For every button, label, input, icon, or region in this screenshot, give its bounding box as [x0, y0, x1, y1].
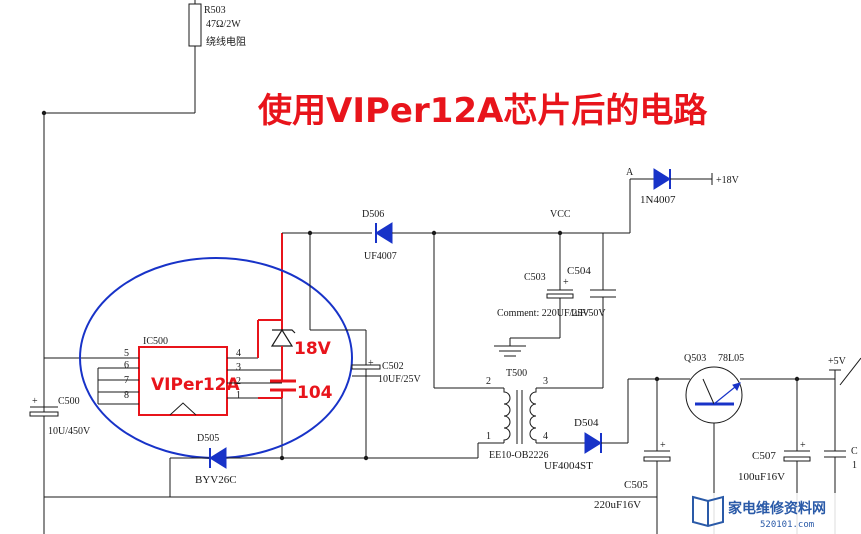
resistor-r503: R503 47Ω/2W 绕线电阻	[188, 0, 246, 113]
c500-value: 10U/450V	[48, 426, 91, 437]
c502-value: 10UF/25V	[378, 374, 422, 385]
ic-pin-7: 7	[124, 375, 129, 386]
book-icon	[692, 495, 724, 528]
t500-pin-3: 3	[543, 376, 548, 387]
ic-ref: IC500	[143, 336, 168, 347]
t500-part: EE10-OB2226	[489, 450, 548, 461]
diode-d506: D506 UF4007	[362, 209, 397, 262]
capacitor-c500: + C500 10U/450V	[29, 396, 91, 437]
ic-part: VIPer12A	[151, 375, 241, 395]
capacitor-c503: + C503	[524, 272, 574, 299]
watermark-text: 家电维修资料网	[728, 500, 826, 517]
rail-5v: +5V	[828, 356, 847, 367]
watermark-url: 520101.com	[760, 520, 814, 530]
c507-value: 100uF16V	[738, 471, 785, 483]
edge-label-c: C	[851, 446, 858, 457]
node-a-label: A	[626, 167, 634, 178]
ic-pin-1: 1	[236, 390, 241, 401]
svg-text:+: +	[800, 440, 806, 451]
diode-d505: D505 BYV26C	[195, 433, 237, 486]
c507-ref: C507	[752, 450, 776, 462]
t500-pin-1: 1	[486, 431, 491, 442]
zener-label: 18V	[294, 339, 332, 359]
c505-value: 220uF16V	[594, 499, 641, 511]
capacitor-c502: + C502 10UF/25V	[351, 358, 422, 385]
regulator-q503: Q503 78L05	[684, 353, 744, 424]
q503-part: 78L05	[718, 353, 744, 364]
r503-value: 47Ω/2W	[206, 19, 241, 30]
watermark: 家电维修资料网 520101.com	[688, 493, 861, 534]
r503-ref: R503	[204, 5, 226, 16]
comment-text: Comment: 220UF/25V	[497, 308, 590, 319]
capacitor-c505: + C505 220uF16V	[594, 440, 671, 511]
ic-pin-5: 5	[124, 348, 129, 359]
added-parts-red: 18V 104	[257, 233, 333, 403]
capacitor-c507: + C507 100uF16V	[738, 440, 811, 483]
d506-part: UF4007	[364, 251, 397, 262]
r503-desc: 绕线电阻	[206, 35, 246, 48]
q503-ref: Q503	[684, 353, 706, 364]
c504-value: 1uF/50V	[570, 308, 606, 319]
diode-d504: D504 UF4004ST	[544, 417, 602, 472]
t500-pin-2: 2	[486, 376, 491, 387]
svg-text:+: +	[563, 277, 569, 288]
d18v-part: 1N4007	[640, 194, 676, 206]
transformer-t500: T500 2 3 1 4 EE10-OB2226	[433, 233, 603, 461]
vcc-label: VCC	[550, 209, 571, 220]
d504-ref: D504	[574, 417, 599, 429]
svg-text:+: +	[368, 358, 374, 369]
ic-pin-8: 8	[124, 390, 129, 401]
d506-ref: D506	[362, 209, 384, 220]
t500-pin-4: 4	[543, 431, 548, 442]
ic-pin-3: 3	[236, 362, 241, 373]
diode-1n4007: 1N4007	[640, 168, 676, 206]
diagram-title: 使用VIPer12A芯片后的电路	[257, 91, 708, 131]
rail-18v: +18V	[716, 175, 740, 186]
d505-part: BYV26C	[195, 474, 237, 486]
ic-pin-6: 6	[124, 360, 129, 371]
c502-ref: C502	[382, 361, 404, 372]
ic-viper12a: IC500 VIPer12A 5 6 7 8 4 3 2 1	[44, 336, 282, 416]
cap-104-label: 104	[297, 383, 333, 403]
ic-pin-4: 4	[236, 348, 241, 359]
d504-part: UF4004ST	[544, 460, 593, 472]
ic-pin-2: 2	[236, 376, 241, 387]
svg-text:+: +	[660, 440, 666, 451]
c500-ref: C500	[58, 396, 80, 407]
d505-ref: D505	[197, 433, 219, 444]
c505-ref: C505	[624, 479, 648, 491]
svg-text:+: +	[32, 396, 38, 407]
ground-symbol	[494, 338, 526, 357]
t500-ref: T500	[506, 368, 527, 379]
edge-label-1: 1	[852, 460, 857, 471]
c503-ref: C503	[524, 272, 546, 283]
c504-ref: C504	[567, 265, 591, 277]
